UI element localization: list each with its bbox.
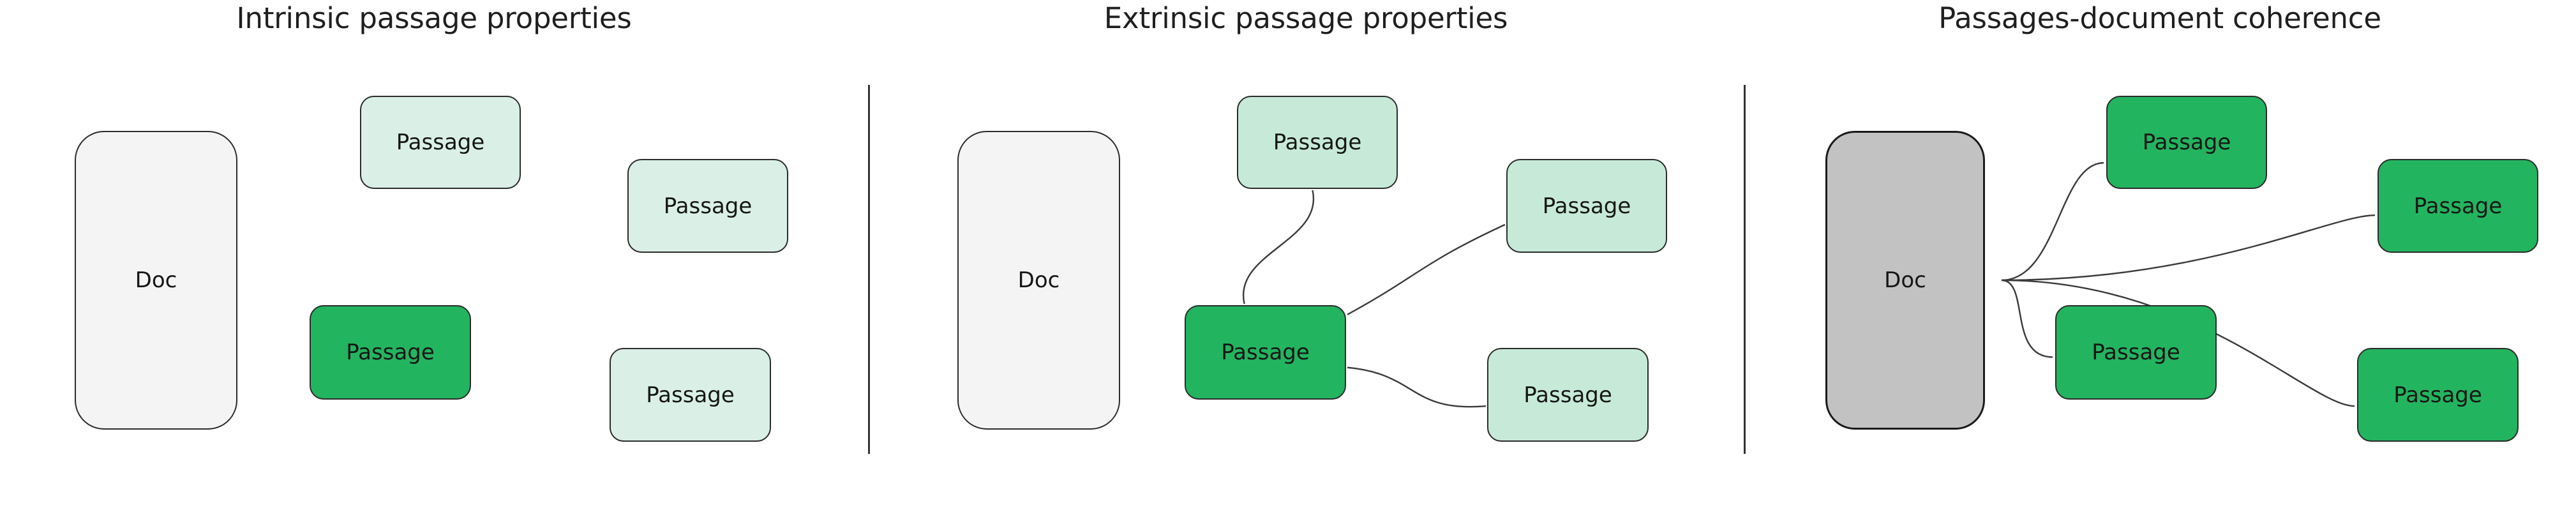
node-label: Passage — [1524, 382, 1612, 408]
panel-divider-2 — [1744, 85, 1746, 454]
node-label: Doc — [1884, 267, 1926, 293]
edge-p3-doc-to-p3-pa — [2001, 162, 2104, 282]
node-label: Passage — [1273, 130, 1362, 155]
node-label: Passage — [396, 130, 485, 155]
node-label: Passage — [663, 193, 753, 219]
passage-node-p3-pd[interactable]: Passage — [2357, 348, 2519, 442]
passage-node-p1-pc[interactable]: Passage — [627, 159, 788, 253]
passage-node-p2-pa[interactable]: Passage — [1237, 96, 1398, 189]
panel-title-extrinsic: Extrinsic passage properties — [1104, 1, 1508, 35]
node-label: Passage — [2413, 193, 2503, 219]
node-label: Passage — [1221, 340, 1310, 365]
node-label: Passage — [2142, 130, 2231, 155]
passage-node-p1-pd[interactable]: Passage — [610, 348, 771, 442]
node-label: Passage — [646, 382, 735, 408]
edge-p2-pb-to-p2-pa — [1242, 190, 1315, 304]
passage-node-p2-pd[interactable]: Passage — [1487, 348, 1649, 442]
node-label: Doc — [135, 267, 177, 293]
passage-node-p2-pc[interactable]: Passage — [1506, 159, 1667, 253]
node-label: Passage — [2393, 382, 2482, 408]
doc-node-p3-doc[interactable]: Doc — [1825, 131, 1985, 430]
panel-title-intrinsic: Intrinsic passage properties — [236, 1, 632, 35]
node-label: Passage — [346, 340, 435, 365]
node-label: Passage — [2092, 340, 2180, 365]
node-label: Passage — [1542, 193, 1631, 219]
passage-node-p1-pb[interactable]: Passage — [310, 305, 471, 400]
doc-node-p2-doc[interactable]: Doc — [957, 131, 1120, 430]
passage-node-p3-pc[interactable]: Passage — [2378, 159, 2538, 253]
passage-node-p3-pb[interactable]: Passage — [2055, 305, 2217, 400]
edge-p3-doc-to-p3-pc — [2001, 214, 2376, 282]
edge-p2-pb-to-p2-pc — [1347, 223, 1506, 315]
edge-p2-pb-to-p2-pd — [1347, 366, 1486, 408]
passage-node-p1-pa[interactable]: Passage — [360, 96, 521, 189]
passage-node-p2-pb[interactable]: Passage — [1185, 305, 1346, 400]
doc-node-p1-doc[interactable]: Doc — [75, 131, 237, 430]
panel-divider-1 — [868, 85, 870, 454]
panel-title-coherence: Passages-document coherence — [1938, 1, 2381, 35]
node-label: Doc — [1017, 267, 1060, 293]
passage-node-p3-pa[interactable]: Passage — [2106, 96, 2267, 189]
edge-p3-doc-to-p3-pb — [2001, 279, 2053, 358]
